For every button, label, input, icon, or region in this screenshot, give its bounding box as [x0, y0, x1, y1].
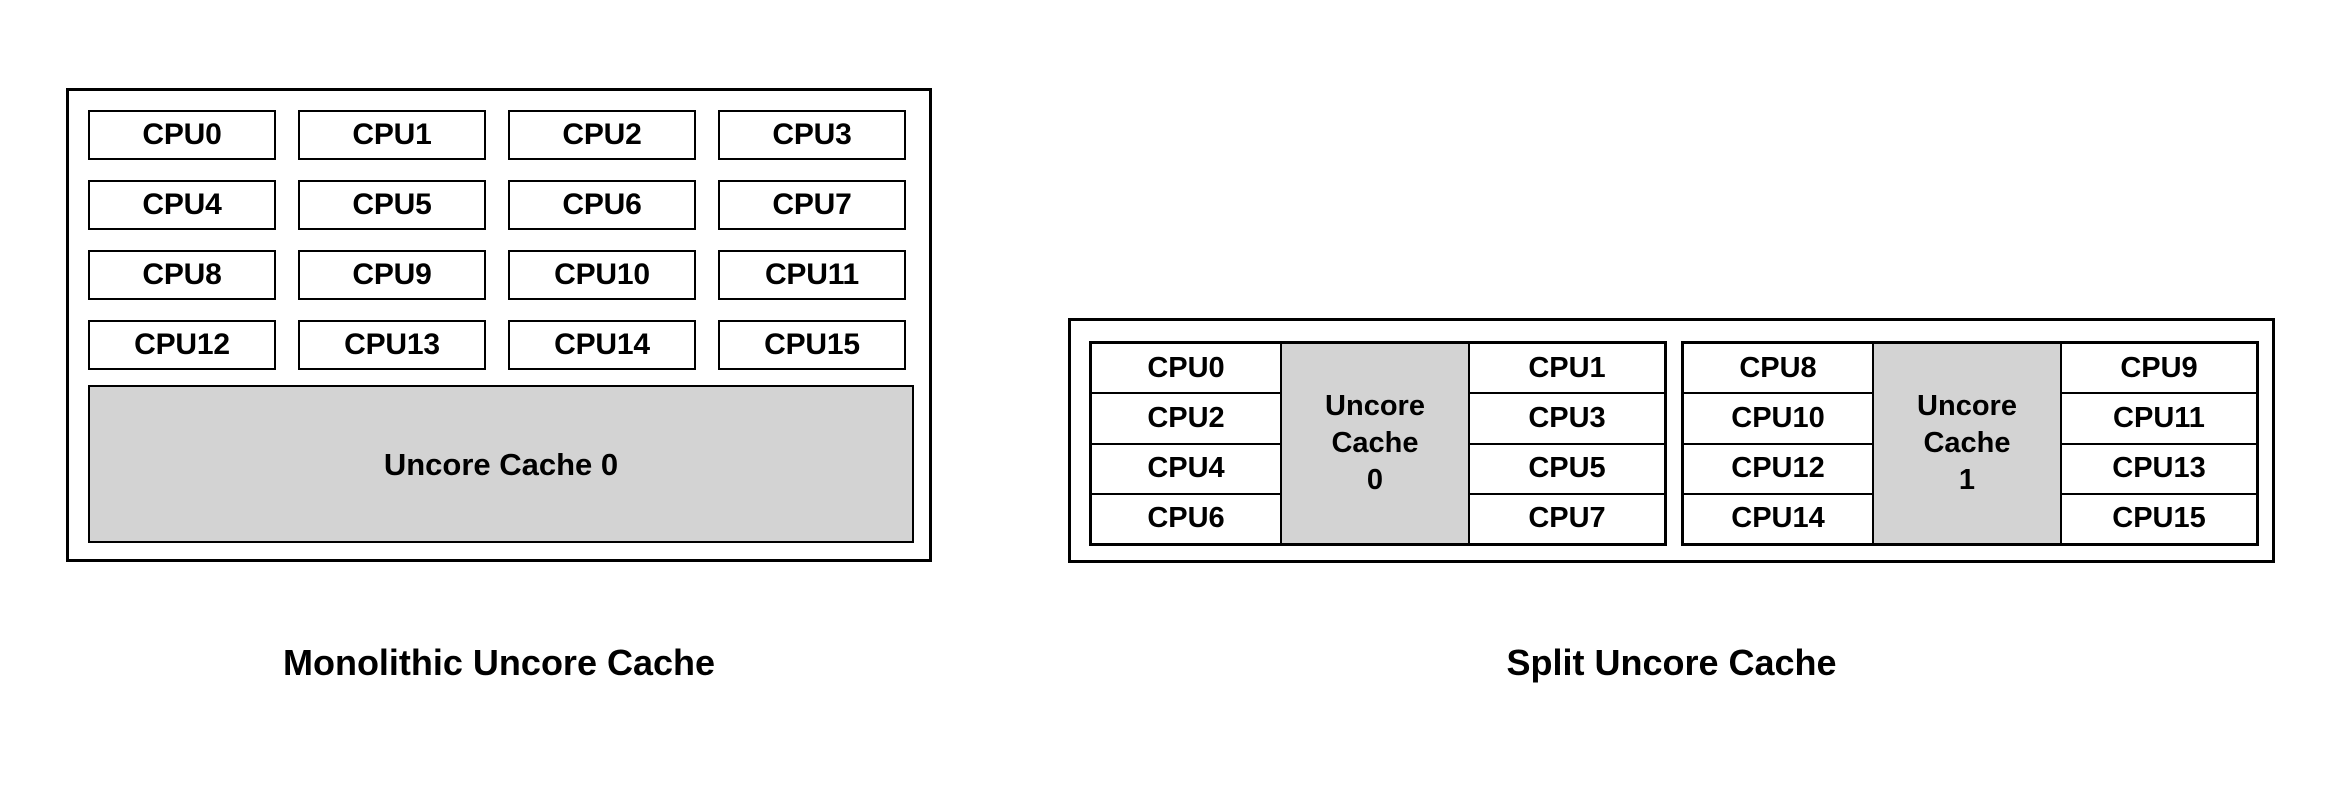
split-uncore-cache-diagram: CPU0 CPU2 CPU4 CPU6 Uncore Cache 0 CPU1 …	[1068, 318, 2275, 563]
cpu-box: CPU4	[1090, 442, 1282, 495]
cpu-box: CPU2	[1090, 392, 1282, 445]
uncore-cache-label-line: Cache	[1923, 426, 2011, 459]
cpu-box: CPU9	[2060, 342, 2258, 395]
uncore-cache-label-line: Uncore	[1325, 389, 1425, 422]
cpu-box: CPU1	[1468, 342, 1666, 395]
cpu-column-left: CPU0 CPU2 CPU4 CPU6	[1090, 342, 1282, 545]
cpu-box: CPU0	[1090, 342, 1282, 395]
cpu-box: CPU2	[508, 110, 696, 160]
split-cache-group: CPU0 CPU2 CPU4 CPU6 Uncore Cache 0 CPU1 …	[1089, 341, 1667, 546]
cpu-box: CPU4	[88, 180, 276, 230]
cpu-box: CPU14	[508, 320, 696, 370]
cpu-box: CPU13	[2060, 442, 2258, 495]
cpu-box: CPU13	[298, 320, 486, 370]
cpu-column-left: CPU8 CPU10 CPU12 CPU14	[1682, 342, 1874, 545]
cpu-column-right: CPU1 CPU3 CPU5 CPU7	[1468, 342, 1666, 545]
cpu-box: CPU7	[718, 180, 906, 230]
cpu-box: CPU11	[718, 250, 906, 300]
cpu-box: CPU7	[1468, 492, 1666, 545]
cpu-box: CPU6	[1090, 492, 1282, 545]
cpu-box: CPU5	[298, 180, 486, 230]
cpu-box: CPU0	[88, 110, 276, 160]
cpu-box: CPU8	[1682, 342, 1874, 395]
uncore-cache-label-line: Cache	[1331, 426, 1419, 459]
cpu-box: CPU3	[718, 110, 906, 160]
cpu-box: CPU12	[1682, 442, 1874, 495]
uncore-cache-label-line: 0	[1366, 464, 1384, 497]
monolithic-caption: Monolithic Uncore Cache	[282, 642, 716, 683]
uncore-cache-box: Uncore Cache 0	[1280, 342, 1470, 545]
cpu-box: CPU6	[508, 180, 696, 230]
cpu-box: CPU11	[2060, 392, 2258, 445]
cpu-box: CPU14	[1682, 492, 1874, 545]
cpu-box: CPU9	[298, 250, 486, 300]
cpu-column-right: CPU9 CPU11 CPU13 CPU15	[2060, 342, 2258, 545]
cpu-box: CPU5	[1468, 442, 1666, 495]
uncore-cache-label-line: Uncore	[1917, 389, 2017, 422]
split-caption: Split Uncore Cache	[1506, 642, 1837, 683]
cpu-box: CPU3	[1468, 392, 1666, 445]
cpu-box: CPU10	[508, 250, 696, 300]
cpu-box: CPU10	[1682, 392, 1874, 445]
monolithic-uncore-cache-diagram: CPU0 CPU1 CPU2 CPU3 CPU4 CPU5 CPU6 CPU7 …	[66, 88, 932, 562]
cpu-box: CPU15	[2060, 492, 2258, 545]
cpu-box: CPU8	[88, 250, 276, 300]
cpu-box: CPU1	[298, 110, 486, 160]
cpu-box: CPU15	[718, 320, 906, 370]
cpu-box: CPU12	[88, 320, 276, 370]
split-cache-group: CPU8 CPU10 CPU12 CPU14 Uncore Cache 1 CP…	[1681, 341, 2259, 546]
uncore-cache-box: Uncore Cache 0	[88, 385, 914, 543]
uncore-cache-label-line: 1	[1958, 464, 1976, 497]
uncore-cache-box: Uncore Cache 1	[1872, 342, 2062, 545]
